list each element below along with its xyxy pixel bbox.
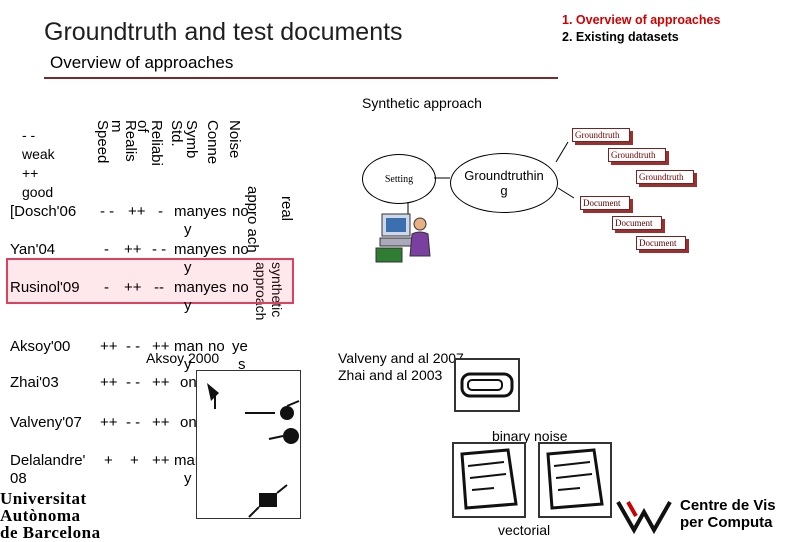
row-name: Rusinol'09 (10, 279, 80, 296)
cell: y (184, 356, 192, 373)
col-header-symb: Symb (183, 120, 200, 159)
cell: - (104, 279, 109, 296)
symbol-sketch-icon (207, 383, 300, 518)
symbol-sample-image (196, 370, 301, 519)
col-header-speed: Speed (94, 120, 111, 164)
nav-item-datasets[interactable]: 2. Existing datasets (562, 30, 679, 44)
row-name: [Dosch'06 (10, 203, 77, 220)
col-header-m: m (108, 120, 125, 133)
valveny-caption: Valveny and al 2007 (338, 350, 464, 366)
groundtruth-card: Groundtruth (572, 128, 630, 142)
uab-logo: Universitat Autònoma de Barcelona (0, 490, 101, 541)
col-header-realis: Realis (122, 120, 139, 162)
row-name: Valveny'07 (10, 414, 82, 431)
groundtruthing-node: Groundtruthin g (450, 153, 558, 213)
zhai-caption: Zhai and al 2003 (338, 367, 443, 383)
cell: s (238, 356, 246, 373)
row-name: Aksoy'00 (10, 338, 71, 355)
cell: ++ (100, 374, 118, 391)
col-header-of: of (134, 120, 151, 133)
rating-legend: - - weak ++ good (22, 127, 55, 200)
row-name-cont: 08 (10, 470, 27, 487)
synthetic-approach-side: approach (253, 262, 269, 321)
col-header-reliabi: Reliabi (148, 120, 165, 166)
cell: - (104, 241, 109, 258)
cell: man (174, 338, 204, 355)
aksoy-caption: Aksoy 2000 (146, 350, 220, 366)
uab-logo-line: Autònoma (0, 506, 81, 525)
cell: no (208, 338, 225, 355)
synthetic-approach-label: Synthetic approach (362, 95, 482, 111)
cvc-logo-line: Centre de Vis (680, 497, 776, 514)
cell: ++ (152, 338, 170, 355)
cell: ++ (152, 374, 170, 391)
cvc-emblem-icon (616, 501, 672, 535)
document-card: Document (580, 196, 630, 210)
col-header-noise: Noise (226, 120, 243, 159)
col-header-conne: Conne (204, 120, 221, 165)
real-approach-label: appro ach (244, 186, 261, 253)
cell: -- (154, 279, 164, 296)
cell: - - (126, 374, 141, 391)
cell: no (232, 241, 249, 258)
cell: - (158, 203, 163, 220)
groundtruthing-label: Groundtruthin g (464, 168, 544, 198)
cell: ++ (100, 414, 118, 431)
cell: ++ (124, 279, 142, 296)
vectorial-sample-1 (452, 442, 526, 518)
cell: ++ (100, 338, 118, 355)
cell: ++ (128, 203, 146, 220)
noisy-drawing-icon (460, 372, 514, 398)
cvc-logo: Centre de Vis per Computa (680, 497, 776, 531)
vector-drawing-icon (546, 448, 604, 510)
groundtruth-card: Groundtruth (608, 148, 666, 162)
cell: y (184, 297, 192, 314)
document-card: Document (612, 216, 662, 230)
document-card: Document (636, 236, 686, 250)
vectorial-sample-2 (538, 442, 612, 518)
cell: manyes (174, 203, 227, 220)
binary-noise-label: binary noise (492, 428, 568, 444)
vector-drawing-icon (460, 448, 518, 510)
cell: no (232, 279, 249, 296)
cell: y (184, 259, 192, 276)
cell: - - (100, 203, 115, 220)
cell: ++ (152, 414, 170, 431)
cell: ye (232, 338, 248, 355)
row-name: Zhai'03 (10, 374, 59, 391)
cell: - - (126, 414, 141, 431)
title-divider (44, 77, 558, 79)
vectorial-label: vectorial (498, 522, 551, 538)
setting-label: Setting (384, 173, 414, 185)
cell: y (184, 221, 192, 238)
cell: - - (152, 241, 167, 258)
cell: ++ (152, 452, 170, 469)
uab-logo-line: de Barcelona (0, 523, 101, 542)
cell: + (104, 452, 113, 469)
cell: - - (126, 338, 141, 355)
row-highlight (6, 258, 294, 304)
nav-item-overview[interactable]: 1. Overview of approaches (562, 13, 721, 27)
computer-user-icon (375, 213, 431, 263)
cvc-logo-line: per Computa (680, 514, 773, 531)
page-title: Groundtruth and test documents (44, 18, 403, 46)
cell: no (232, 203, 249, 220)
uab-logo-line: Universitat (0, 489, 87, 508)
real-label: real (278, 196, 295, 222)
cell: ++ (124, 241, 142, 258)
row-name: Delalandre' (10, 452, 86, 469)
col-header-std: Std. (168, 120, 185, 147)
section-nav: 1. Overview of approaches 2. Existing da… (562, 12, 720, 46)
section-subtitle: Overview of approaches (50, 53, 234, 72)
row-name: Yan'04 (10, 241, 56, 258)
binary-noise-sample (454, 358, 520, 412)
groundtruth-card: Groundtruth (636, 170, 694, 184)
setting-node: Setting (362, 154, 436, 204)
cell: + (130, 452, 139, 469)
cell: manyes (174, 241, 227, 258)
cell: manyes (174, 279, 227, 296)
cell: y (184, 470, 192, 487)
